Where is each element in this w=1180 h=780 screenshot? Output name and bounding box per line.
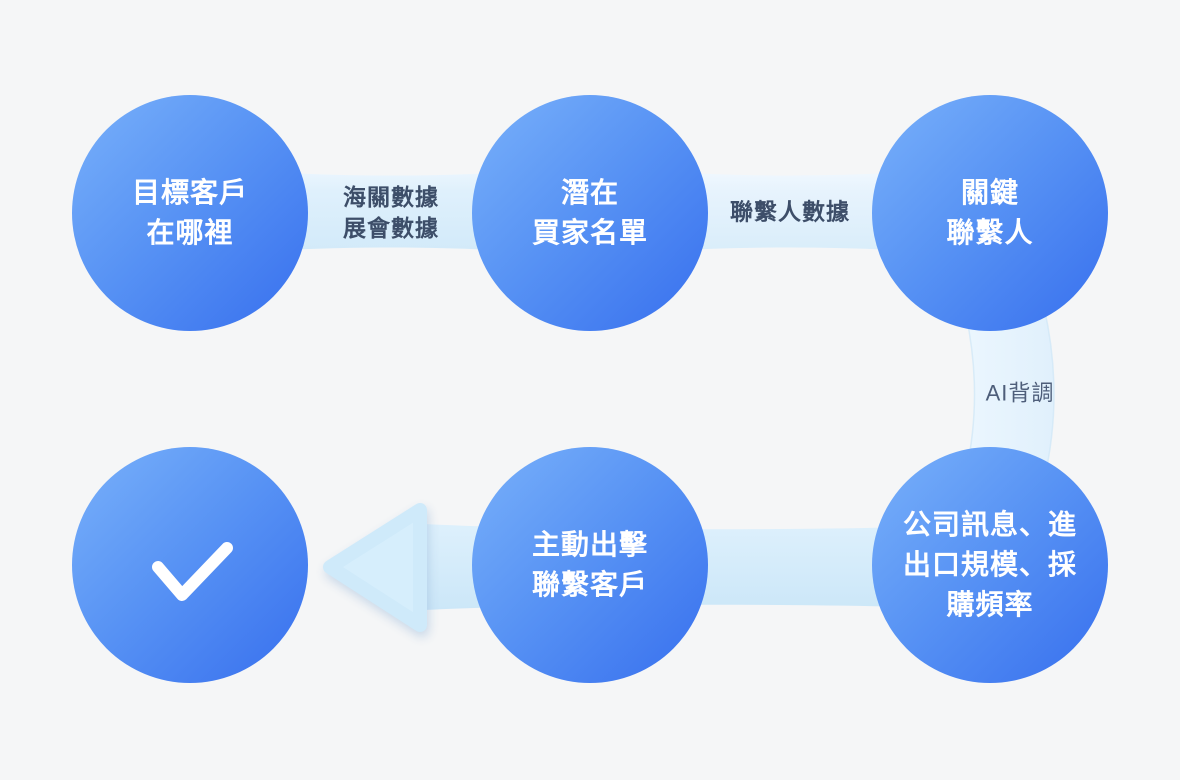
step-key-contacts: 關鍵 聯繫人 [872,95,1108,331]
connector-label-line: AI背調 [985,380,1055,406]
arrow-head [323,503,427,632]
step-outreach: 主動出擊 聯繫客戶 [472,447,708,683]
checkmark-icon [152,542,233,601]
step-done [72,447,308,683]
step-label-line: 購頻率 [946,589,1034,620]
step-label-line: 目標客戶 [131,177,248,208]
step-target-customers: 目標客戶 在哪裡 [72,95,308,331]
step-potential-buyers: 潛在 買家名單 [472,95,708,331]
step-label-line: 在哪裡 [146,217,234,248]
connector-label-customs-data: 海關數據 展會數據 [343,182,439,244]
step-label-line: 聯繫客戶 [531,569,648,600]
connector-label-line: 展會數據 [343,215,439,241]
step-company-info: 公司訊息、進 出口規模、採 購頻率 [872,447,1108,683]
connector-label-line: 聯繫人數據 [730,198,850,225]
step-label-line: 潛在 [560,177,619,208]
step-label-line: 出口規模、採 [902,549,1077,580]
connector-band-contacts [652,171,928,252]
connector-label-line: 海關數據 [343,184,439,210]
step-label-line: 買家名單 [531,217,648,248]
step-label-line: 公司訊息、進 [902,509,1077,540]
step-label-line: 主動出擊 [531,529,648,560]
step-label-line: 聯繫人 [946,217,1034,248]
connector-band-customs [252,171,528,252]
step-label-line: 關鍵 [960,177,1019,208]
connector-label-contact-data: 聯繫人數據 [730,197,850,228]
connector-label-ai-check: AI背調 [986,378,1055,409]
